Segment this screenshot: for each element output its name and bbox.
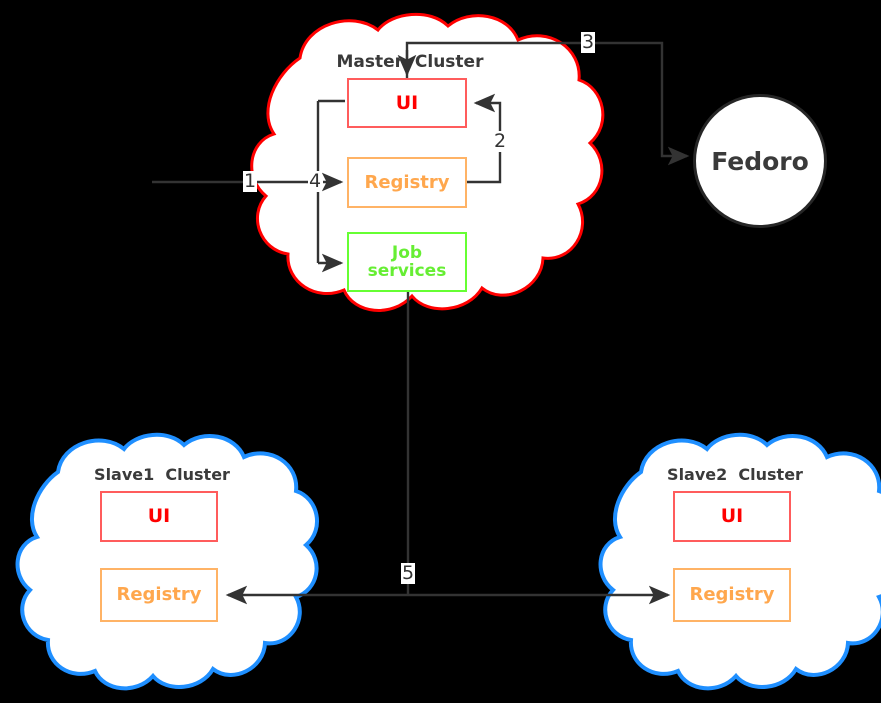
edge-label-1: 1 (243, 170, 258, 192)
slave2-ui-box[interactable]: UI (673, 491, 791, 542)
slave1-registry-box[interactable]: Registry (100, 568, 218, 622)
master-ui-box[interactable]: UI (347, 78, 467, 128)
edge-label-2: 2 (493, 130, 508, 152)
master-job-label-line2: services (367, 261, 447, 281)
slave1-ui-box[interactable]: UI (100, 491, 218, 542)
slave2-registry-label: Registry (689, 584, 775, 606)
master-ui-label: UI (395, 91, 419, 114)
master-job-label-line1: Job (391, 242, 423, 263)
slave2-registry-box[interactable]: Registry (673, 568, 791, 622)
fedoro-node[interactable]: Fedoro (693, 94, 827, 228)
master-registry-label: Registry (364, 171, 450, 193)
fedoro-label: Fedoro (711, 146, 809, 176)
master-cluster-title: Master Cluster (336, 52, 484, 72)
edge-label-4: 4 (308, 170, 323, 192)
slave1-ui-label: UI (147, 505, 171, 528)
slave1-registry-label: Registry (116, 584, 202, 606)
edge-label-3: 3 (581, 31, 596, 53)
master-registry-box[interactable]: Registry (347, 157, 467, 208)
slave1-cluster-title: Slave1 Cluster (94, 465, 230, 484)
master-job-services-box[interactable]: Job services (347, 232, 467, 292)
slave2-ui-label: UI (720, 505, 744, 528)
edge-label-5: 5 (401, 562, 416, 584)
slave2-cluster-title: Slave2 Cluster (667, 465, 803, 484)
